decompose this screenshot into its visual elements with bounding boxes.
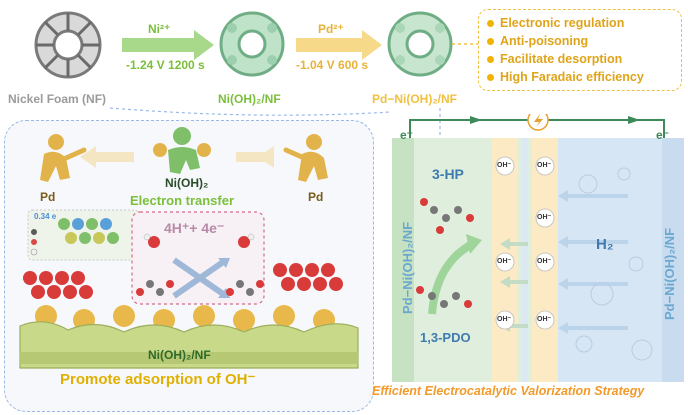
support-base (20, 352, 358, 364)
support-label: Ni(OH)₂/NF (148, 348, 211, 362)
electron-transfer-label: Electron transfer (130, 193, 235, 208)
pdniohnf-image (387, 11, 453, 77)
top-scheme-graphics (34, 11, 478, 79)
conversion-arrow (428, 240, 475, 315)
left-transfer-arrow (80, 146, 134, 168)
step1-ion-label: Ni²⁺ (148, 22, 171, 36)
molecule-hp-icon (226, 280, 264, 296)
pd-left-label: Pd (40, 190, 56, 204)
oh-lattice-right-image (273, 263, 343, 291)
cathode-electrode (662, 138, 684, 382)
mechanism-graphics (19, 127, 359, 369)
product-label: 3-HP (432, 166, 464, 182)
nioh-figure-icon (153, 127, 211, 174)
bullet-dot-icon (487, 37, 494, 45)
hp-molecule-icon (420, 198, 474, 234)
oh-lattice-left-image (23, 271, 93, 299)
dft-lattice-image (30, 218, 119, 256)
bullet-dot-icon (487, 55, 494, 63)
molecule-pdo-icon (136, 280, 174, 296)
hydrogen-label: H₂ (596, 236, 614, 253)
benefit-item: Anti-poisoning (487, 32, 673, 50)
oh-label: OH⁻ (497, 162, 512, 169)
pd-figure-right-icon (283, 134, 328, 182)
niohnf-image (219, 11, 285, 77)
charge-label: 0.34 e (34, 212, 57, 221)
cathode-label: Pd−Ni(OH)₂/NF (662, 227, 677, 320)
pdo-molecule-icon (416, 286, 472, 308)
promote-caption: Promote adsorption of OH⁻ (60, 371, 256, 388)
center-species-label: Ni(OH)₂ (165, 176, 209, 190)
bullet-dot-icon (487, 73, 494, 81)
oh-label: OH⁻ (537, 214, 552, 221)
molecule-water-icon (143, 233, 255, 248)
step1-arrow (122, 30, 214, 60)
right-transfer-arrow (236, 146, 274, 168)
oh-label: OH⁻ (537, 316, 552, 323)
electron-flow-arrow-icon (470, 116, 482, 124)
nickel-foam-image (34, 11, 102, 79)
step2-arrow (296, 30, 382, 60)
conversion-arrowhead-icon (466, 234, 482, 254)
oh-label: OH⁻ (497, 258, 512, 265)
reaction-label: 4H⁺+ 4e⁻ (164, 220, 225, 236)
electron-left-label: e⁻ (400, 128, 414, 142)
benefits-box: Electronic regulation Anti-poisoning Fac… (478, 9, 682, 91)
benefit-item: High Faradaic efficiency (487, 68, 673, 86)
anode-electrode (392, 138, 414, 382)
reaction-box (131, 211, 265, 305)
cell-graphics (392, 114, 684, 382)
lightning-icon (534, 114, 543, 127)
electron-flow-arrow-icon (628, 116, 640, 124)
hydrogen-bubbles-image (575, 167, 653, 361)
benefit-item: Facilitate desorption (487, 50, 673, 68)
oh-label: OH⁻ (537, 258, 552, 265)
oh-ion-icons (495, 156, 555, 330)
electron-right-label: e⁻ (656, 128, 670, 142)
anode-label: Pd−Ni(OH)₂/NF (400, 221, 415, 314)
bullet-dot-icon (487, 19, 494, 27)
pdniohnf-label: Pd−Ni(OH)₂/NF (372, 92, 457, 106)
oh-label: OH⁻ (537, 162, 552, 169)
nickel-foam-label: Nickel Foam (NF) (8, 92, 107, 106)
membrane-core (522, 138, 528, 382)
step1-condition-label: -1.24 V 1200 s (126, 58, 205, 72)
reactant-label: 1,3-PDO (420, 330, 471, 345)
pd-figure-left-icon (40, 134, 87, 182)
strategy-caption: Efficient Electrocatalytic Valorization … (372, 384, 645, 398)
pd-right-label: Pd (308, 190, 324, 204)
panel-connectors (109, 107, 441, 138)
step2-ion-label: Pd²⁺ (318, 22, 344, 36)
benefit-item: Electronic regulation (487, 14, 673, 32)
step2-condition-label: -1.04 V 600 s (296, 58, 369, 72)
oh-label: OH⁻ (497, 316, 512, 323)
niohnf-label: Ni(OH)₂/NF (218, 92, 281, 106)
